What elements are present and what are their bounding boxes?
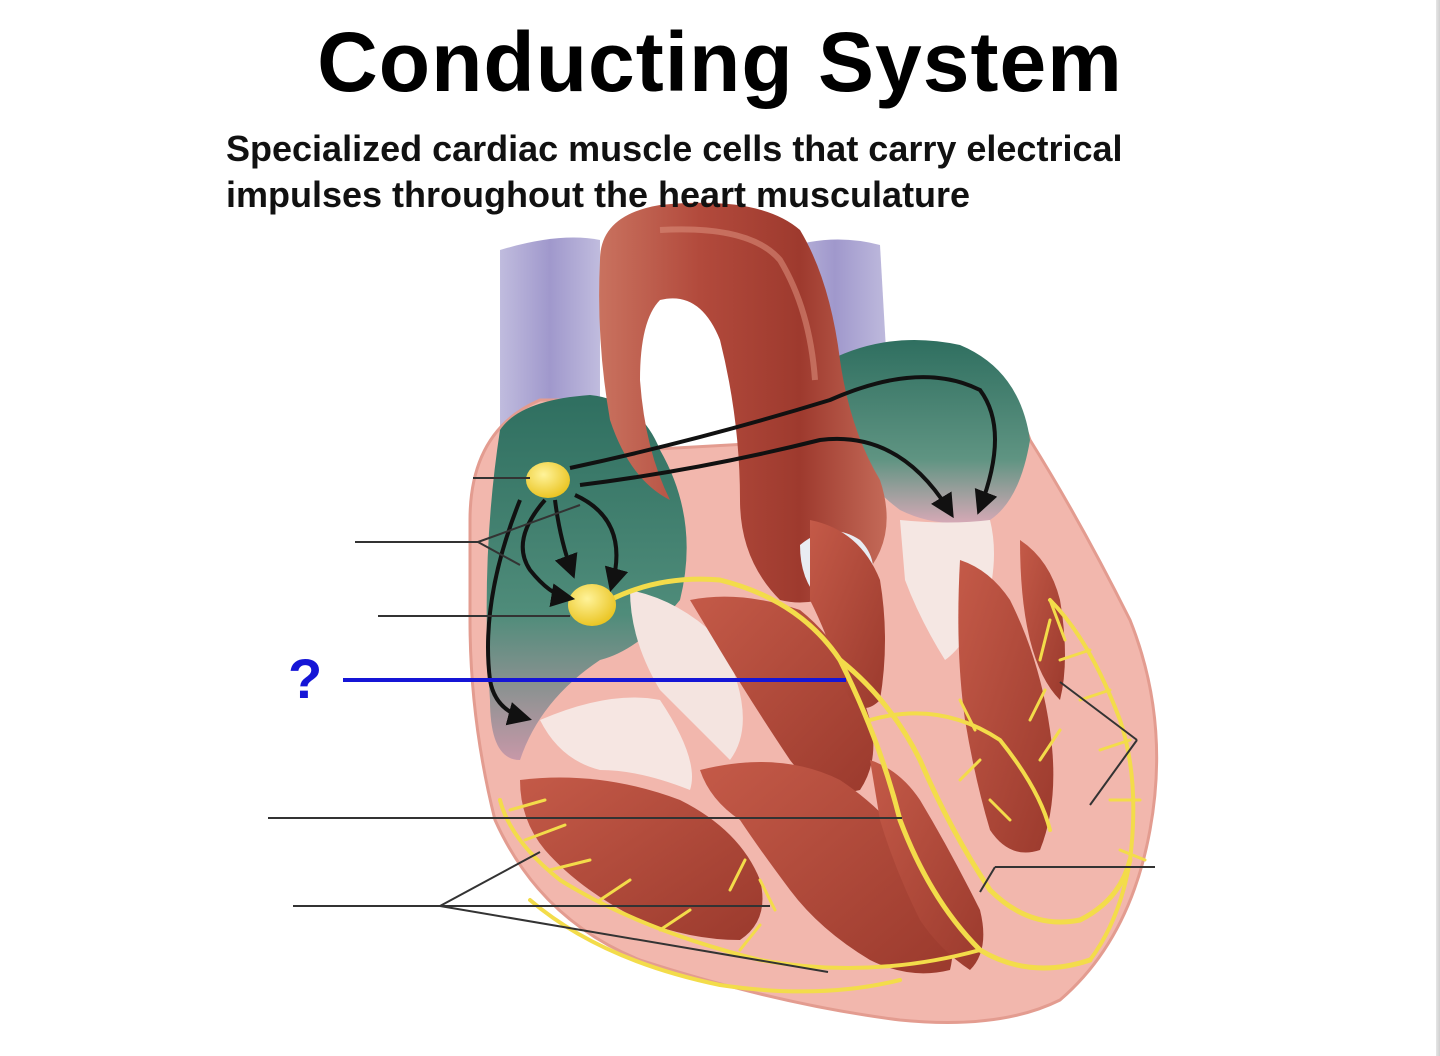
arrow-icon (569, 375, 998, 515)
page-title: Conducting System (317, 15, 1123, 109)
av-node-icon (568, 584, 616, 626)
sa-node-icon (526, 462, 570, 498)
slide-edge (1436, 0, 1440, 1056)
arrow-icon (486, 499, 532, 726)
left-atrium (830, 340, 1030, 524)
tricuspid-valve (540, 697, 692, 790)
aorta (599, 202, 887, 603)
impulse-arrows (486, 375, 998, 726)
arrow-icon (574, 493, 629, 592)
arrow-icon (520, 498, 576, 608)
conduction-pathway (498, 576, 1147, 994)
subtitle-line-1: Specialized cardiac muscle cells that ca… (226, 128, 1123, 169)
question-mark-label: ? (288, 647, 323, 710)
arrow-icon (553, 499, 578, 579)
subtitle-line-2: impulses throughout the heart musculatur… (226, 174, 971, 215)
label-leader-lines (268, 477, 1155, 973)
arrow-icon (579, 437, 954, 519)
page-subtitle: Specialized cardiac muscle cells that ca… (226, 126, 1326, 218)
